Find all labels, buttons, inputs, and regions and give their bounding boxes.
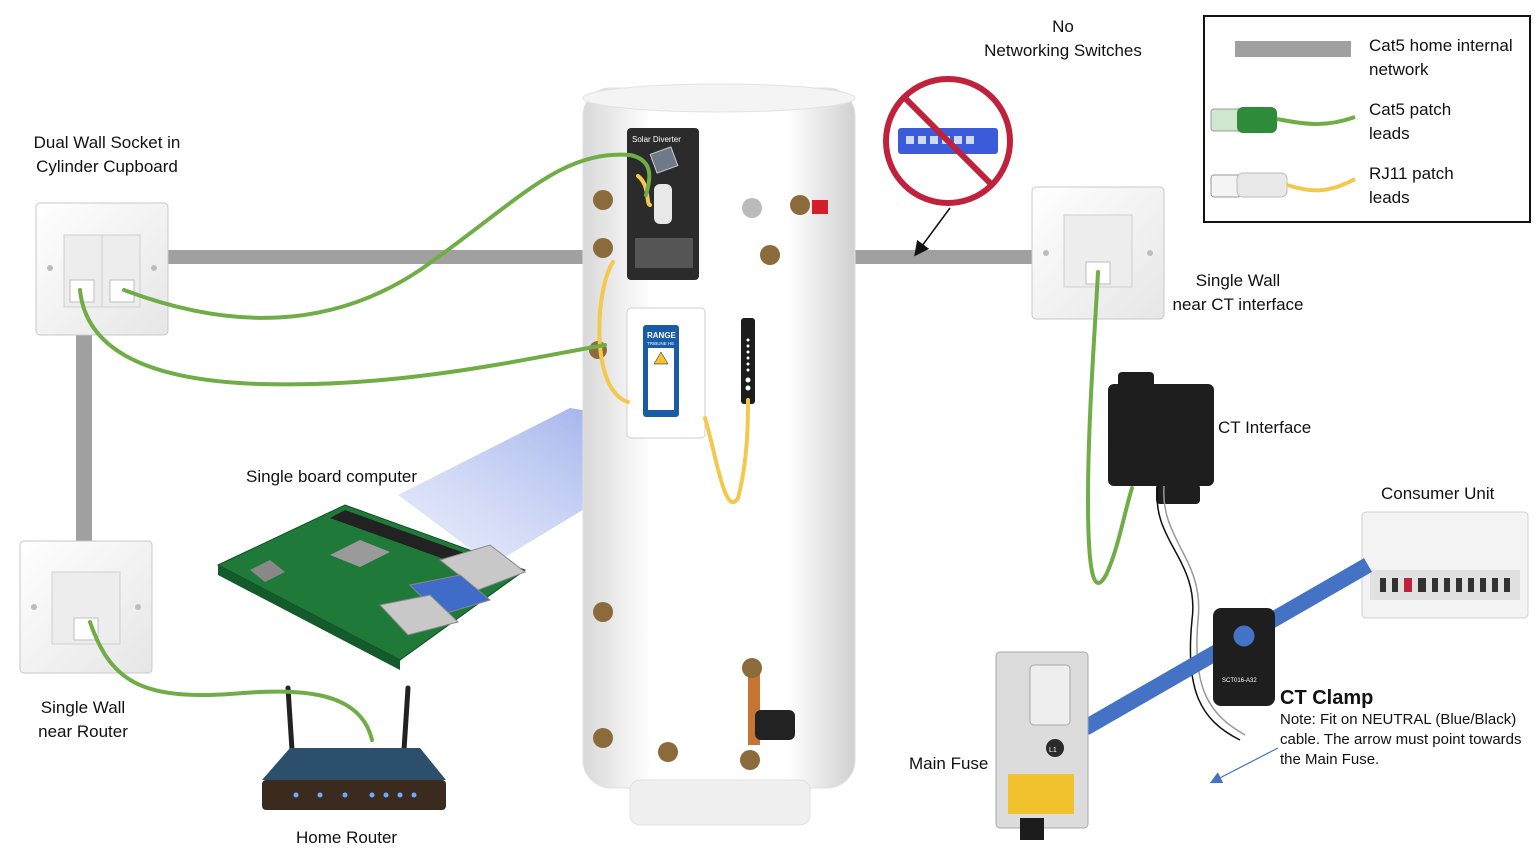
legend-rj11-line2: leads	[1369, 188, 1410, 207]
legend-cat5-line1: Cat5 patch	[1369, 100, 1452, 119]
legend-item-network: Cat5 home internal network	[1369, 34, 1513, 82]
single-wall-socket-ct	[1031, 186, 1165, 320]
ct-interface-box	[1108, 372, 1214, 504]
legend-cat5-line2: leads	[1369, 124, 1410, 143]
ct-clamp-note-line1: Note: Fit on NEUTRAL (Blue/Black)	[1280, 711, 1517, 728]
legend-swatch-rj11	[1210, 172, 1356, 198]
ct-clamp: SCT016-A32	[1213, 608, 1275, 706]
single-board-computer-label: Single board computer	[246, 467, 418, 486]
no-switches-line2: Networking Switches	[984, 41, 1142, 60]
hot-water-cylinder	[582, 83, 856, 826]
consumer-unit-label: Consumer Unit	[1381, 484, 1495, 503]
fuse-badge: L1	[1049, 747, 1057, 754]
no-switches-line1: No	[1052, 17, 1074, 36]
wireless-beam	[398, 408, 642, 565]
single-wall-ct-line1: Single Wall	[1195, 271, 1281, 290]
legend-network-line1: Cat5 home internal	[1369, 36, 1513, 55]
main-fuse-label: Main Fuse	[909, 754, 989, 773]
ct-clamp-note: Note: Fit on NEUTRAL (Blue/Black) cable.…	[1280, 710, 1522, 770]
solar-diverter: Solar Diverter	[627, 128, 699, 280]
solar-diverter-label: Solar Diverter	[632, 135, 681, 144]
no-switch-pointer	[914, 207, 951, 257]
dual-wall-socket-line2: Cylinder Cupboard	[36, 157, 178, 176]
clamp-model: SCT016-A32	[1222, 678, 1257, 684]
main-fuse: L1	[995, 651, 1089, 840]
single-wall-ct-label: Single Wall near CT interface	[1163, 269, 1313, 317]
consumer-unit	[1361, 511, 1529, 619]
single-wall-router-line2: near Router	[38, 722, 128, 741]
no-switches-label: No Networking Switches	[975, 15, 1151, 63]
legend-swatch-network	[1235, 41, 1351, 57]
range-logo: RANGE	[647, 331, 677, 340]
ct-interface-label: CT Interface	[1218, 418, 1312, 437]
ct-clamp-direction-arrow	[1209, 747, 1279, 784]
legend: Cat5 home internal network Cat5 patch le…	[1203, 15, 1531, 223]
legend-network-line2: network	[1369, 60, 1429, 79]
home-router	[262, 685, 446, 810]
ct-wire-white	[1163, 485, 1246, 736]
cat5-patch-leads	[78, 152, 1134, 742]
range-controller: RANGE TRIBUNE HE	[626, 307, 706, 439]
single-board-computer	[216, 504, 527, 670]
single-wall-router-line1: Single Wall	[40, 698, 126, 717]
single-wall-socket-router	[19, 540, 153, 674]
ct-clamp-note-line2: cable. The arrow must point towards	[1280, 731, 1522, 748]
ct-clamp-note-line3: the Main Fuse.	[1280, 751, 1380, 768]
ct-wire-black	[1156, 485, 1241, 741]
home-router-label: Home Router	[296, 828, 398, 847]
legend-item-cat5: Cat5 patch leads	[1369, 98, 1451, 146]
no-switch-sign	[883, 76, 1013, 206]
dual-wall-socket-label: Dual Wall Socket in Cylinder Cupboard	[12, 131, 202, 179]
ct-clamp-title: CT Clamp	[1280, 687, 1374, 709]
dual-wall-socket	[35, 202, 169, 336]
legend-item-rj11: RJ11 patch leads	[1369, 162, 1454, 210]
single-wall-router-label: Single Wall near Router	[8, 696, 158, 744]
single-wall-ct-line2: near CT interface	[1172, 295, 1304, 314]
cat5-internal-network	[76, 250, 1034, 544]
legend-rj11-line1: RJ11 patch	[1369, 164, 1454, 183]
legend-swatch-cat5	[1210, 107, 1356, 133]
dual-wall-socket-line1: Dual Wall Socket in	[33, 133, 181, 152]
range-sub: TRIBUNE HE	[647, 341, 674, 346]
